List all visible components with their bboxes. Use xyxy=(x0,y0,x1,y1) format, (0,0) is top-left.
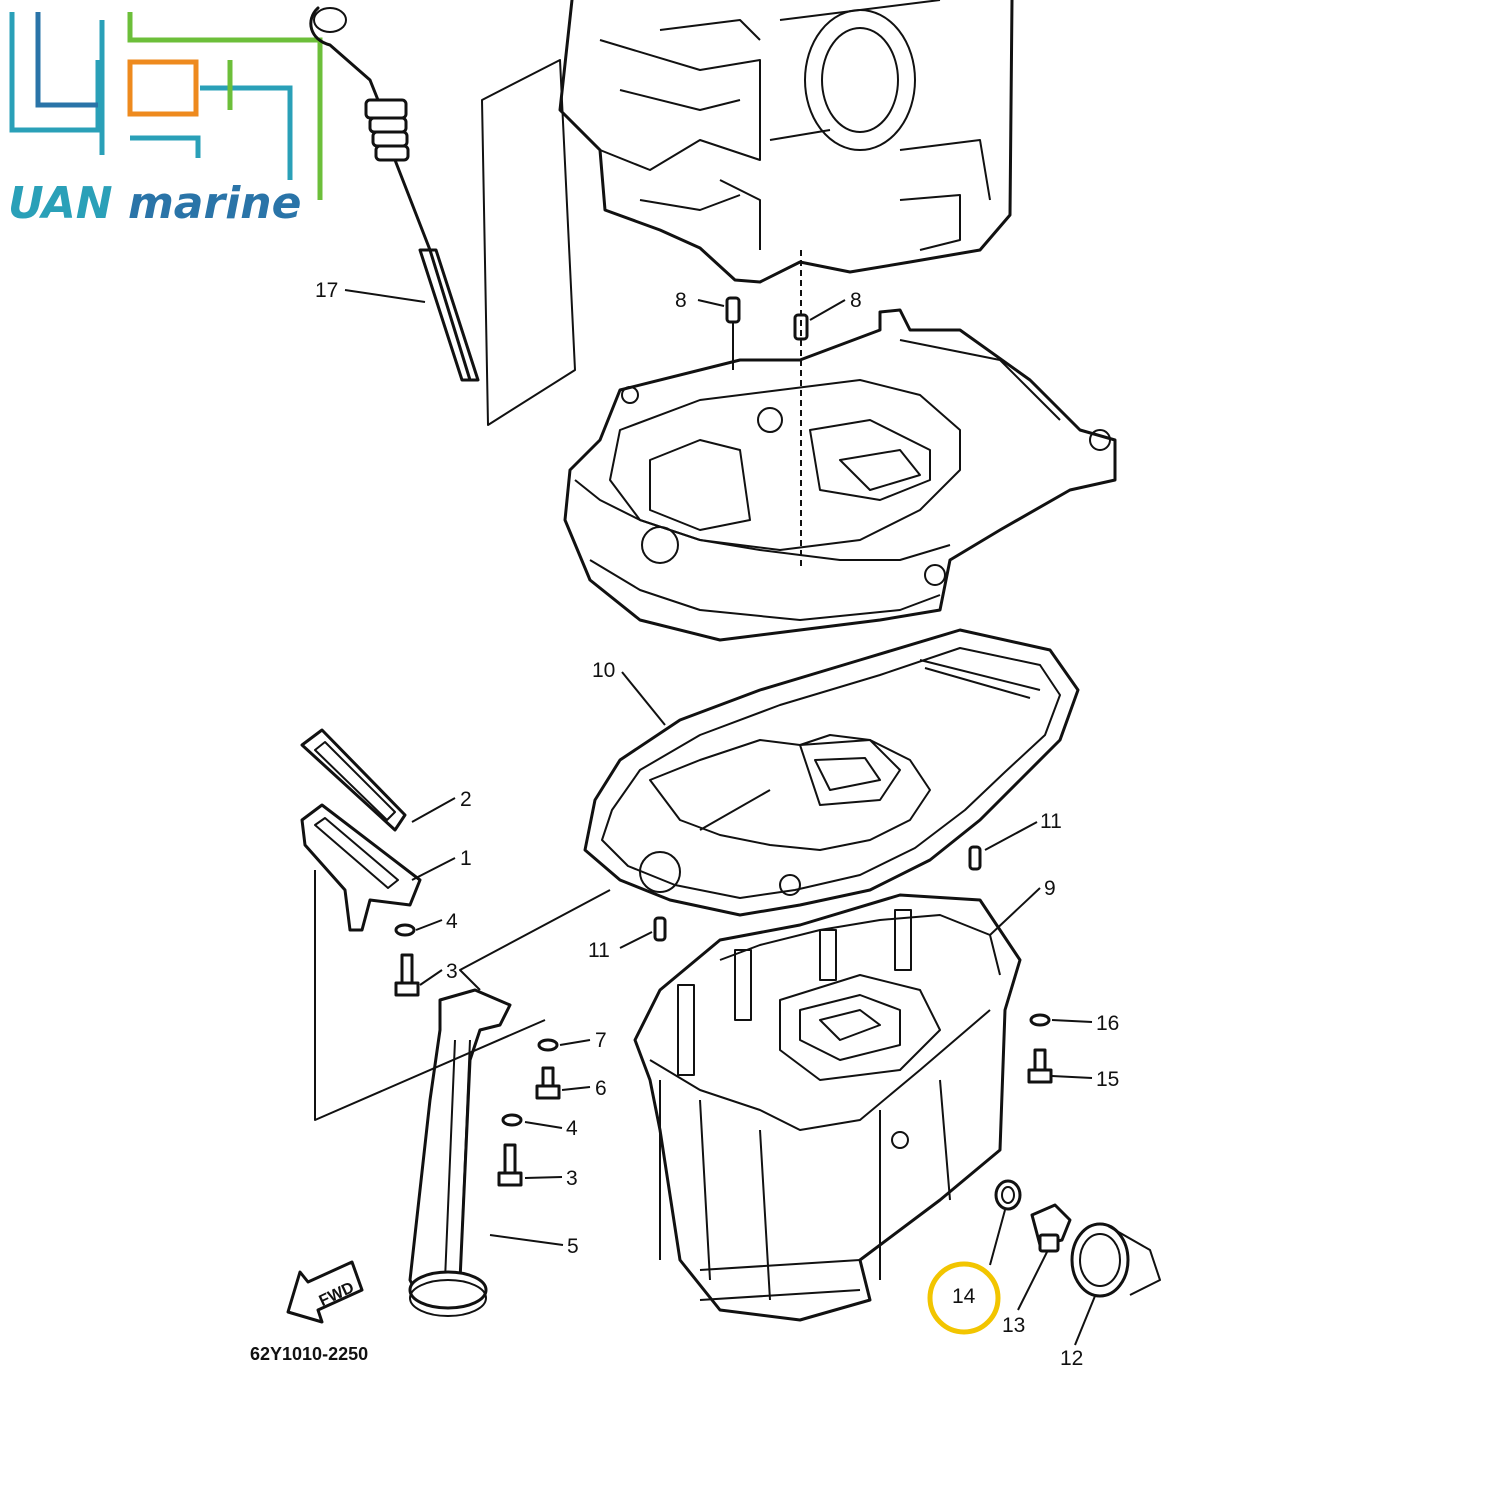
callout-1: 1 xyxy=(460,847,472,870)
callout-3-upper: 3 xyxy=(446,960,458,983)
brand-logo: UAN marine xyxy=(8,12,323,229)
leader-lines xyxy=(344,289,1096,1346)
callout-12: 12 xyxy=(1060,1347,1083,1370)
callout-7: 7 xyxy=(595,1029,607,1052)
callout-4-upper: 4 xyxy=(446,910,458,933)
washer-icon xyxy=(394,923,416,937)
callout-13: 13 xyxy=(1002,1314,1025,1337)
callout-16: 16 xyxy=(1096,1012,1119,1035)
washer-icon xyxy=(501,1113,523,1127)
callout-11-left: 11 xyxy=(588,939,610,962)
highlight-circle-part-14 xyxy=(927,1261,1001,1335)
gasket-part-10 xyxy=(583,628,1080,917)
fwd-arrow-icon: FWD xyxy=(286,1260,364,1324)
callout-11-right: 11 xyxy=(1040,810,1062,833)
fasteners xyxy=(394,845,1161,1298)
washer-icon xyxy=(1029,1013,1051,1027)
callout-10: 10 xyxy=(592,659,615,682)
callout-5: 5 xyxy=(567,1235,579,1258)
oil-pan-part-9 xyxy=(633,893,1022,1322)
dowel-pin-icon xyxy=(968,845,982,871)
engine-block-drawing xyxy=(558,0,1014,284)
callout-4-lower: 4 xyxy=(566,1117,578,1140)
callout-14: 14 xyxy=(952,1285,976,1308)
exhaust-guide-plate-drawing xyxy=(563,308,1117,642)
oil-strainer-assembly xyxy=(300,728,611,1317)
brand-name-part1: UAN xyxy=(8,178,113,229)
bolt-icon xyxy=(1027,1048,1053,1084)
bolt-icon xyxy=(535,1066,561,1100)
callout-17: 17 xyxy=(315,279,338,302)
callout-15: 15 xyxy=(1096,1068,1119,1091)
cap-icon xyxy=(1070,1222,1161,1298)
callout-labels: 17 8 8 10 2 1 4 3 11 11 9 16 15 7 6 4 3 … xyxy=(315,279,1119,1370)
callout-3-lower: 3 xyxy=(566,1167,578,1190)
diagram-code: 62Y1010-2250 xyxy=(250,1344,368,1364)
callout-2: 2 xyxy=(460,788,472,811)
bolt-icon xyxy=(497,1143,523,1187)
drain-plug-icon xyxy=(1030,1203,1072,1253)
logo-mark-icon xyxy=(9,12,323,200)
callout-8-left: 8 xyxy=(675,289,687,312)
washer-icon xyxy=(537,1038,559,1052)
brand-name-part2: marine xyxy=(113,178,302,229)
callout-9: 9 xyxy=(1044,877,1056,900)
dipstick-part-17 xyxy=(309,6,576,426)
dowel-pins-part-8 xyxy=(725,250,809,570)
bolt-icon xyxy=(394,953,420,997)
callout-8-right: 8 xyxy=(850,289,862,312)
callout-6: 6 xyxy=(595,1077,607,1100)
drain-gasket-icon xyxy=(994,1179,1022,1211)
brand-name: UAN marine xyxy=(8,178,301,229)
dowel-pin-icon xyxy=(653,916,667,942)
